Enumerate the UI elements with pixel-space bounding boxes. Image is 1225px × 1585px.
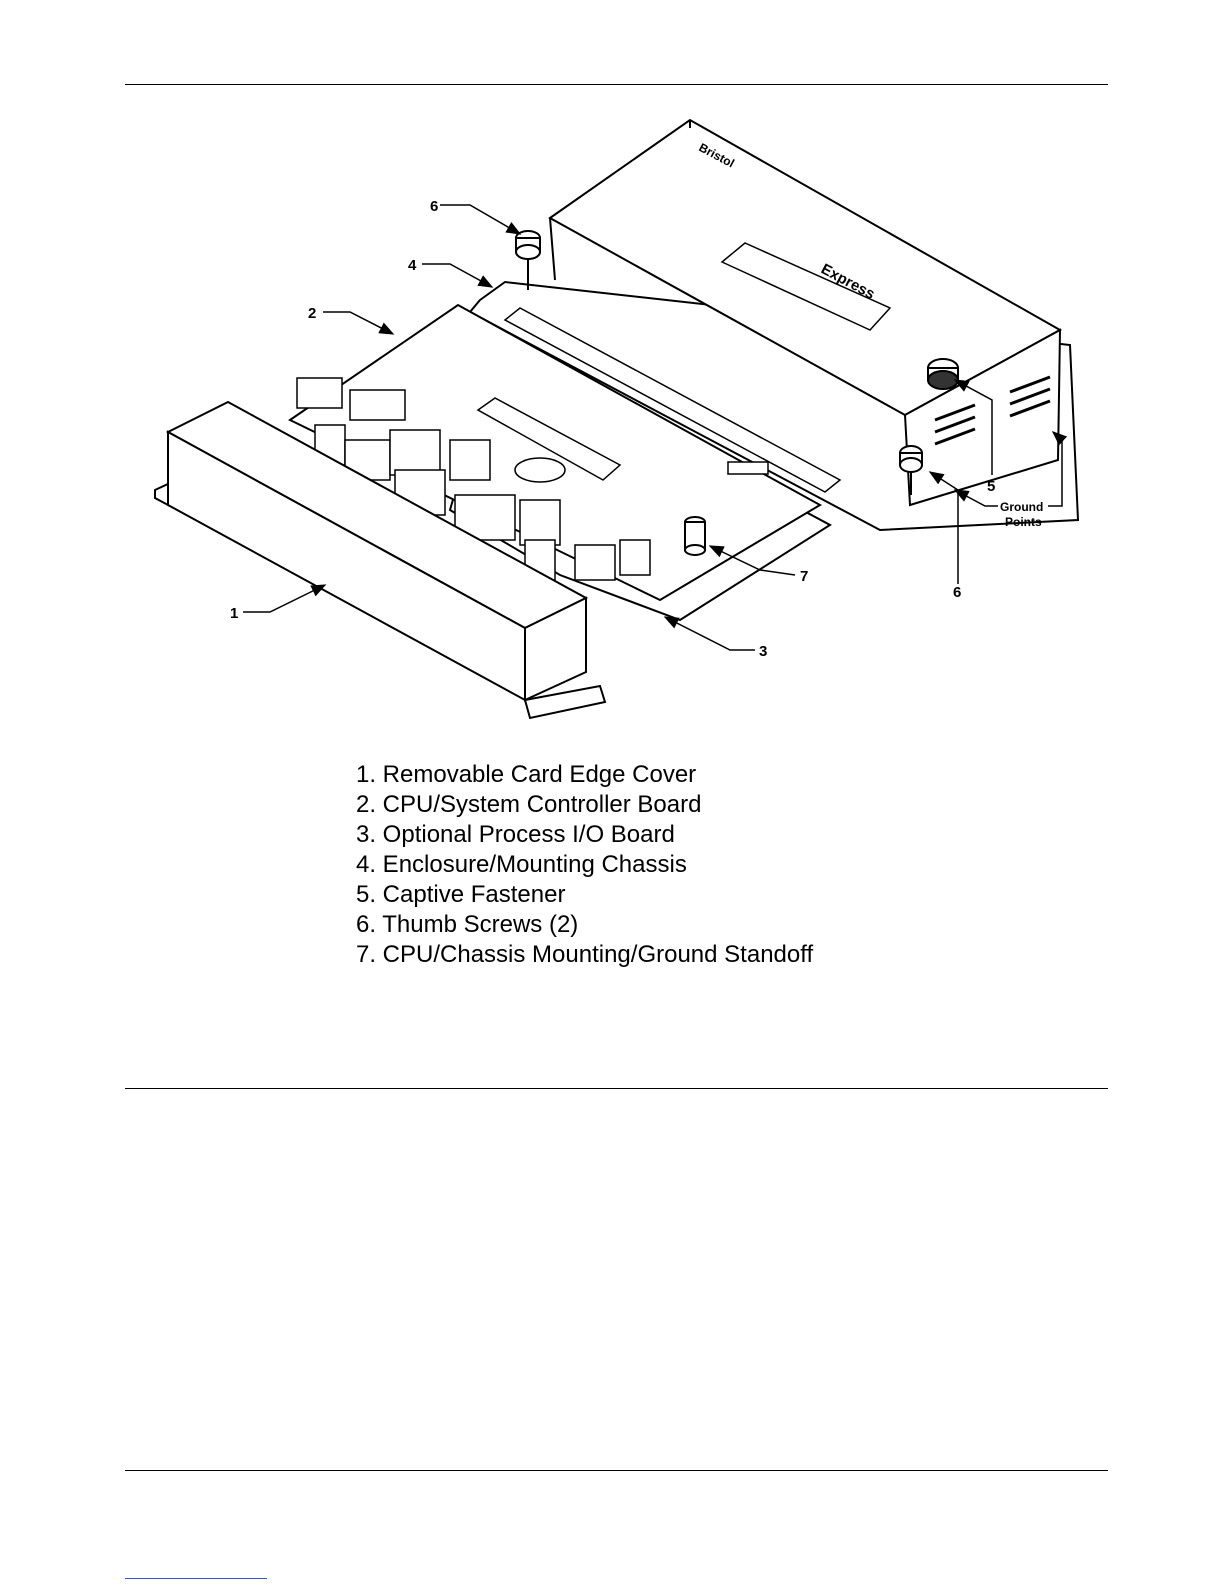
- exploded-assembly-diagram: Bristol Express: [0, 0, 1225, 740]
- legend-item: 7. CPU/Chassis Mounting/Ground Standoff: [356, 940, 813, 970]
- callout-7: 7: [800, 568, 808, 585]
- leader-3: [665, 617, 755, 650]
- callout-2: 2: [308, 305, 316, 322]
- legend-item: 2. CPU/System Controller Board: [356, 790, 813, 820]
- legend-item: 4. Enclosure/Mounting Chassis: [356, 850, 813, 880]
- callout-6-bottom: 6: [953, 584, 961, 601]
- legend-item: 3. Optional Process I/O Board: [356, 820, 813, 850]
- footer-rule: [125, 1470, 1108, 1471]
- callout-5: 5: [987, 478, 995, 495]
- legend-item: 5. Captive Fastener: [356, 880, 813, 910]
- legend-item: 1. Removable Card Edge Cover: [356, 760, 813, 790]
- leader-4: [422, 264, 492, 287]
- captive-fastener: [928, 359, 958, 389]
- callout-3: 3: [759, 643, 767, 660]
- callout-1: 1: [230, 605, 238, 622]
- parts-legend: 1. Removable Card Edge Cover 2. CPU/Syst…: [356, 760, 813, 970]
- callout-4: 4: [408, 257, 417, 274]
- legend-item: 6. Thumb Screws (2): [356, 910, 813, 940]
- leader-2: [323, 312, 393, 334]
- ground-standoff: [685, 517, 705, 555]
- footer-link-underline: [125, 1578, 267, 1579]
- thumb-screw-left: [516, 231, 540, 290]
- leader-6-top: [440, 205, 520, 234]
- section-rule: [125, 1088, 1108, 1089]
- ground-points-label-line1: Ground: [1000, 500, 1043, 514]
- leader-1: [243, 585, 325, 612]
- ground-points-label-line2: Points: [1005, 515, 1042, 529]
- callout-6-top: 6: [430, 198, 438, 215]
